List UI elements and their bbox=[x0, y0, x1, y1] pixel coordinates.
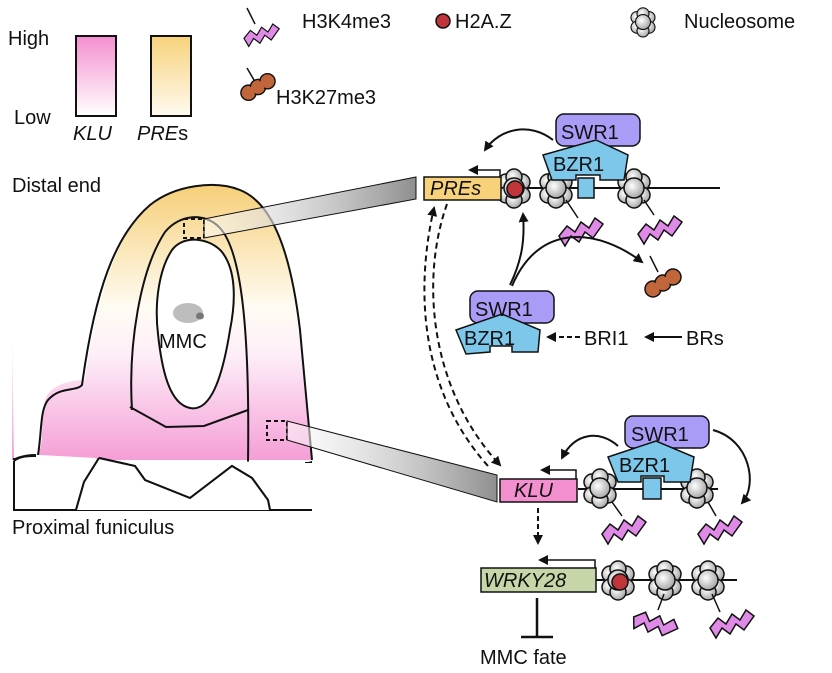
bri1-label: BRI1 bbox=[584, 328, 628, 350]
h3k27me3-mark bbox=[644, 255, 682, 298]
bzr1-label-free: BZR1 bbox=[464, 328, 515, 350]
swr1-bzr1-complex-top bbox=[542, 113, 641, 199]
swr1-bzr1-complex-free bbox=[455, 290, 555, 355]
arrow-swr1-to-klu bbox=[561, 434, 619, 460]
klu-bar-label: KLU bbox=[73, 123, 112, 145]
nucleosome-legend-icon bbox=[630, 7, 656, 38]
mmc-label: MMC bbox=[159, 331, 207, 353]
h3k27me3-legend-icon bbox=[240, 67, 276, 102]
bzr1-label-top: BZR1 bbox=[553, 154, 604, 176]
h2az-mark bbox=[506, 180, 524, 198]
nucleosome-legend-label: Nucleosome bbox=[684, 11, 795, 33]
bzr1-label-klu: BZR1 bbox=[619, 455, 670, 477]
scale-high-label: High bbox=[8, 28, 49, 50]
wrky28-locus bbox=[538, 555, 755, 649]
pres-bar-label: PREs bbox=[137, 123, 188, 145]
h2az-legend-icon bbox=[435, 13, 451, 29]
ovule-drawing bbox=[12, 184, 313, 511]
arrow-pres-to-klu bbox=[432, 203, 502, 467]
h2az-legend-label: H2A.Z bbox=[455, 11, 512, 33]
pres-gene-label: PREs bbox=[430, 178, 481, 200]
pres-gene-box bbox=[423, 176, 502, 201]
scale-low-label: Low bbox=[14, 107, 51, 129]
wrky28-gene-box bbox=[480, 567, 597, 593]
h3k27me3-legend-label: H3K27me3 bbox=[276, 87, 376, 109]
arrow-deposit-h2az bbox=[509, 212, 529, 286]
pres-locus bbox=[468, 165, 720, 247]
brs-label: BRs bbox=[686, 328, 724, 350]
swr1-label-top: SWR1 bbox=[561, 122, 619, 144]
swr1-label-free: SWR1 bbox=[475, 299, 533, 321]
proximal-funiculus-label: Proximal funiculus bbox=[12, 517, 174, 539]
swr1-label-klu: SWR1 bbox=[631, 424, 689, 446]
bzr1-box bbox=[542, 139, 629, 181]
swr1-bzr1-complex-klu bbox=[607, 415, 710, 500]
zoom-beam-proximal bbox=[286, 420, 498, 503]
pres-gradient-bar bbox=[150, 35, 192, 117]
klu-gene-box bbox=[499, 478, 578, 503]
arrow-remove-k27 bbox=[511, 236, 644, 287]
inhibition-wrky28-mmc bbox=[521, 598, 553, 639]
arrow-klu-to-pres bbox=[423, 206, 489, 467]
wrky28-gene-label: WRKY28 bbox=[484, 570, 566, 592]
klu-gradient-bar bbox=[75, 35, 117, 117]
h3k4me3-legend-label: H3K4me3 bbox=[302, 11, 391, 33]
arrow-swr1-to-k4 bbox=[712, 429, 752, 505]
zoom-beam-distal bbox=[203, 176, 417, 239]
h3k4me3-legend-icon bbox=[243, 7, 280, 48]
mmc-fate-label: MMC fate bbox=[480, 647, 567, 669]
distal-end-label: Distal end bbox=[12, 175, 101, 197]
klu-gene-label: KLU bbox=[514, 480, 553, 502]
arrow-swr1-to-pres bbox=[483, 128, 554, 152]
